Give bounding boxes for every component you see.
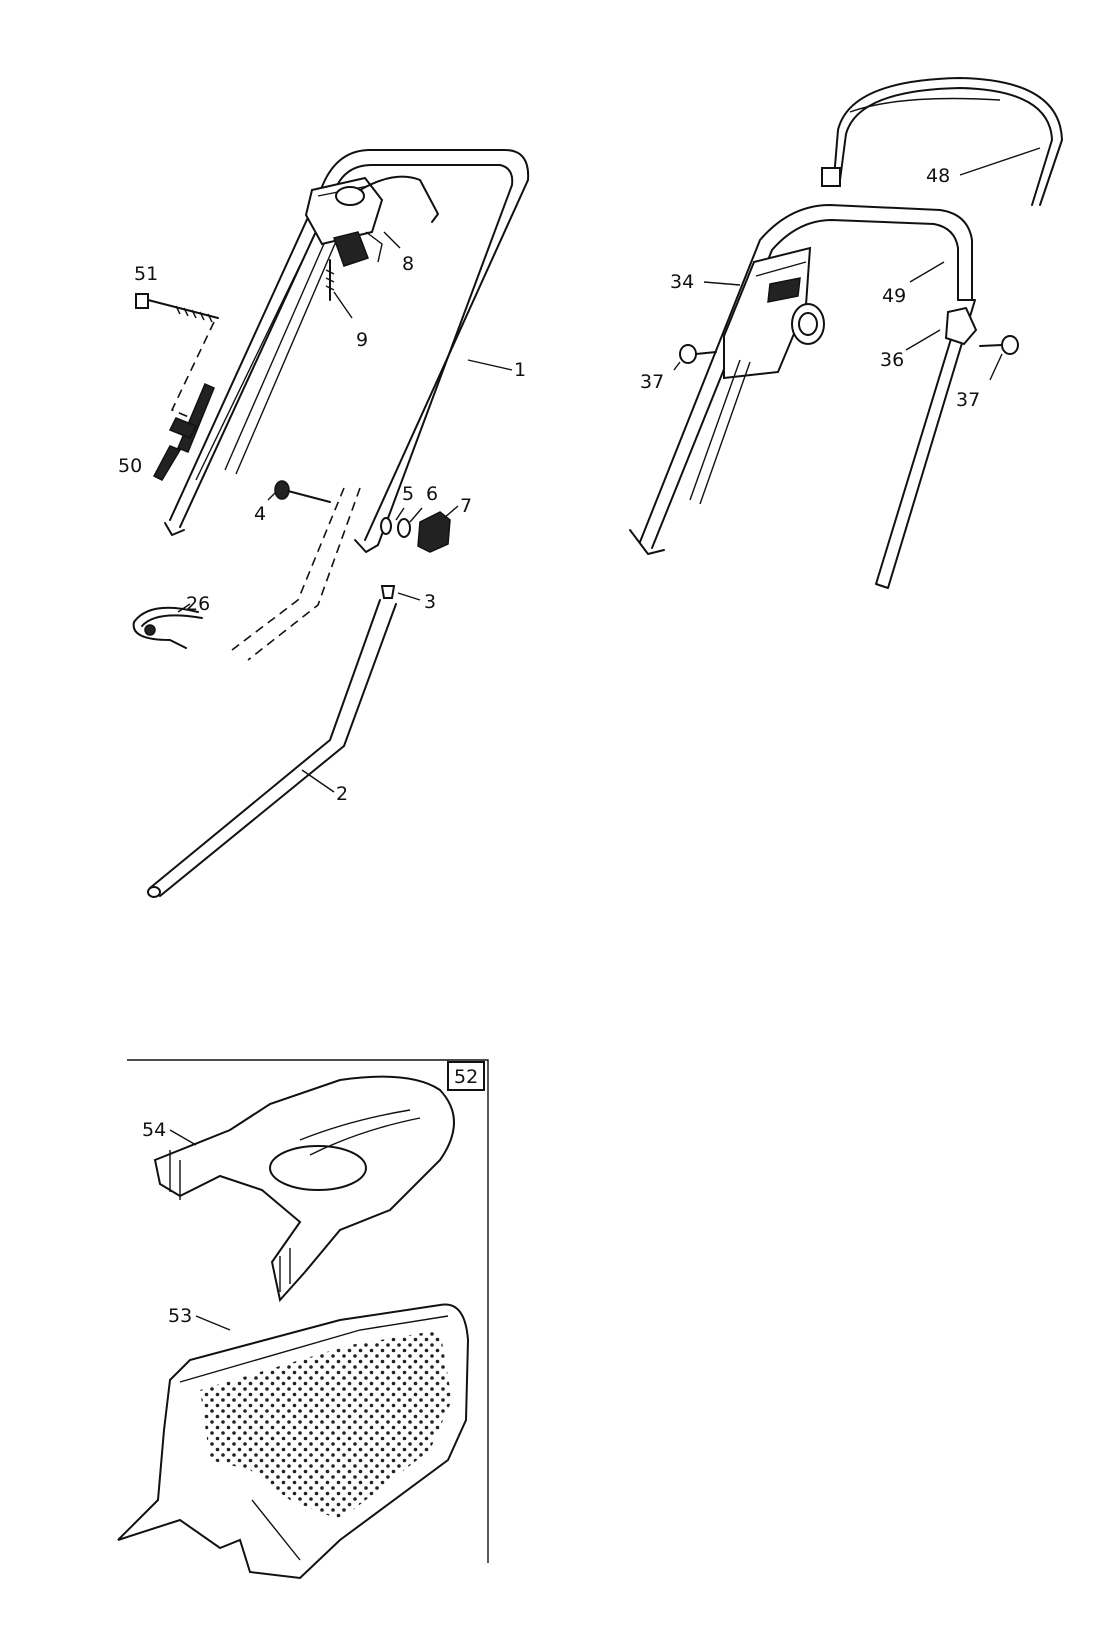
- callout-26: 26: [186, 593, 210, 615]
- callout-53: 53: [168, 1305, 192, 1327]
- callout-7: 7: [460, 495, 472, 517]
- cable-part-48: [821, 77, 1063, 206]
- callout-51: 51: [134, 263, 158, 285]
- callout-48: 48: [926, 165, 950, 187]
- upper-handle-part-1: [164, 149, 530, 553]
- screw-part-37-left: [679, 344, 717, 364]
- callout-3: 3: [424, 591, 436, 613]
- screw-part-9: [325, 259, 335, 301]
- bolt-part-51: [135, 293, 219, 323]
- switch-housing-part-8: [304, 175, 439, 267]
- callout-1: 1: [514, 359, 526, 381]
- callout-50: 50: [118, 455, 142, 477]
- callout-49: 49: [882, 285, 906, 307]
- callout-54: 54: [142, 1119, 166, 1141]
- callout-8: 8: [402, 253, 414, 275]
- callout-9: 9: [356, 329, 368, 351]
- callout-2: 2: [336, 783, 348, 805]
- assembly-line-lower-tube-2: [231, 487, 345, 651]
- leader-lines: [169, 147, 1041, 1331]
- lower-handle-part-2: [147, 599, 397, 898]
- callout-6: 6: [426, 483, 438, 505]
- switch-box-part-34: [689, 246, 825, 505]
- callout-36: 36: [880, 349, 904, 371]
- callout-37-left: 37: [640, 371, 664, 393]
- knob-part-7: [417, 511, 451, 553]
- washer-part-5: [380, 517, 392, 535]
- callout-37-right: 37: [956, 389, 980, 411]
- clamp-part-36: [944, 306, 978, 346]
- assembly-line-51-50: [170, 321, 215, 421]
- callout-34: 34: [670, 271, 694, 293]
- plug-part-3: [380, 585, 396, 599]
- catcher-lid-part-54: [153, 1075, 455, 1303]
- screw-part-37-right: [979, 335, 1019, 355]
- assembly-line-lower-tube: [247, 487, 361, 661]
- upper-handle-part-49: [629, 204, 976, 589]
- washer-part-6: [397, 518, 411, 538]
- bolt-part-4: [274, 480, 331, 503]
- callout-4: 4: [254, 503, 266, 525]
- catcher-basket-part-53: [117, 1303, 470, 1580]
- callout-52: 52: [454, 1066, 478, 1088]
- cable-clip-part-50: [152, 383, 215, 481]
- cable-tie-part-26: [132, 606, 203, 649]
- callout-5: 5: [402, 483, 414, 505]
- grass-catcher-frame: [127, 1059, 489, 1563]
